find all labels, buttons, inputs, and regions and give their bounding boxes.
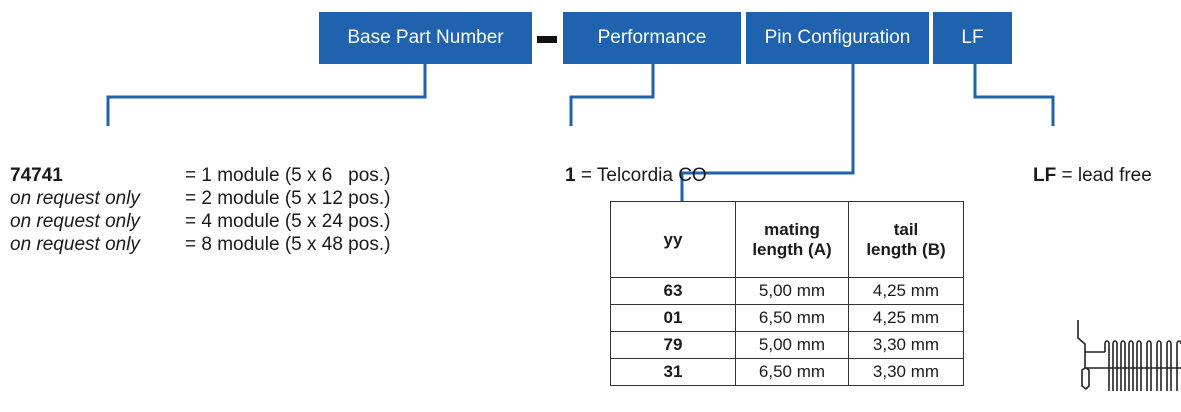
- table-row: 31 6,50 mm 3,30 mm: [610, 358, 964, 386]
- cell-mating: 5,00 mm: [735, 277, 849, 305]
- lf-box: LF: [933, 12, 1012, 64]
- cell-mating: 5,00 mm: [735, 331, 849, 359]
- cell-yy: 31: [610, 358, 736, 386]
- cell-tail: 4,25 mm: [848, 304, 964, 332]
- base-part-row-1-name: 74741: [10, 165, 63, 186]
- cell-yy: 79: [610, 331, 736, 359]
- cell-tail: 3,30 mm: [848, 358, 964, 386]
- cell-yy: 01: [610, 304, 736, 332]
- connector-side-view-icon: [1077, 320, 1181, 391]
- base-part-row-4-desc: = 8 module (5 x 48 pos.): [185, 234, 391, 255]
- table-row: 63 5,00 mm 4,25 mm: [610, 277, 964, 305]
- cell-yy: 63: [610, 277, 736, 305]
- base-part-row-2-desc: = 2 module (5 x 12 pos.): [185, 188, 391, 209]
- cell-tail: 3,30 mm: [848, 331, 964, 359]
- base-part-row-4-name: on request only: [10, 234, 140, 255]
- performance-desc: = Telcordia CO: [580, 165, 707, 186]
- pin-configuration-box: Pin Configuration: [746, 12, 929, 64]
- cell-mating: 6,50 mm: [735, 304, 849, 332]
- pin-config-line: [680, 64, 855, 201]
- base-part-row-3-name: on request only: [10, 211, 140, 232]
- table-row: 79 5,00 mm 3,30 mm: [610, 331, 964, 359]
- separator-dash: [537, 36, 557, 43]
- table-row: 01 6,50 mm 4,25 mm: [610, 304, 964, 332]
- performance-box: Performance: [563, 12, 741, 64]
- table-header-row: yy mating length (A) tail length (B): [610, 201, 964, 278]
- lf-desc: = lead free: [1061, 165, 1152, 186]
- cell-tail: 4,25 mm: [848, 277, 964, 305]
- header-mating-length: mating length (A): [735, 201, 849, 278]
- header-tail-length: tail length (B): [848, 201, 964, 278]
- performance-code: 1: [565, 165, 576, 186]
- header-yy: yy: [610, 201, 736, 278]
- base-part-row-1-desc: = 1 module (5 x 6 pos.): [185, 165, 391, 186]
- base-part-number-box: Base Part Number: [319, 12, 532, 64]
- lf-option: LF = lead free: [1033, 164, 1152, 187]
- base-part-line: [106, 64, 427, 126]
- base-part-row-2-name: on request only: [10, 188, 140, 209]
- lf-code: LF: [1033, 165, 1057, 186]
- base-part-row-3-desc: = 4 module (5 x 24 pos.): [185, 211, 391, 232]
- lf-line: [973, 64, 1055, 126]
- pin-configuration-table: yy mating length (A) tail length (B) 63 …: [610, 201, 964, 386]
- performance-option: 1 = Telcordia CO: [565, 164, 707, 187]
- performance-line: [569, 64, 655, 126]
- cell-mating: 6,50 mm: [735, 358, 849, 386]
